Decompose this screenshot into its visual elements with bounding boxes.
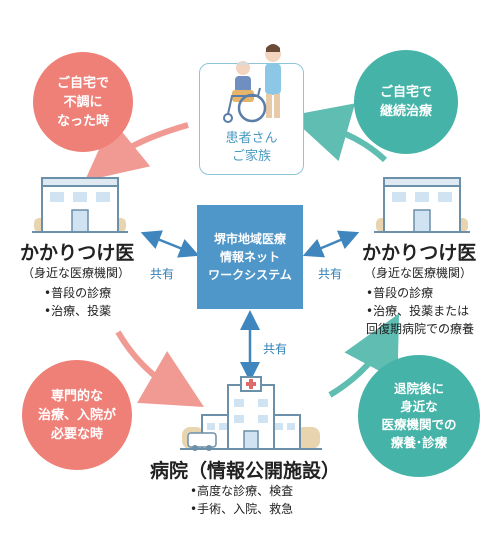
bubble-bottom-left: 専門的な 治療、入院が 必要な時 xyxy=(22,360,132,470)
bubble-bottom-right: 退院後に 身近な 医療機関での 療養･診療 xyxy=(358,355,480,477)
left-clinic-subtitle: （身近な医療機関） xyxy=(22,266,131,280)
share-label-left: 共有 xyxy=(150,267,175,281)
list-item: •高度な診療、検査 xyxy=(190,484,294,498)
right-clinic-subtitle: （身近な医療機関） xyxy=(364,266,473,280)
list-item: •普段の診療 xyxy=(44,286,112,300)
central-network-system: 堺市地域医療 情報ネット ワークシステム xyxy=(197,205,303,309)
hospital-items: •高度な診療、検査 •手術、入院、救急 xyxy=(190,482,293,518)
wheelchair-illustration xyxy=(223,44,281,123)
arrow-patient-to-left-clinic xyxy=(84,119,189,181)
bubble-top-left: ご自宅で 不調に なった時 xyxy=(33,52,133,152)
arrow-hospital-to-right-clinic xyxy=(328,313,400,398)
right-clinic-items: •普段の診療 •治療、投薬または 回復期病院での療養 xyxy=(366,284,474,338)
right-clinic-building-icon xyxy=(374,177,470,233)
left-clinic-building-icon xyxy=(32,177,128,233)
share-label-bottom: 共有 xyxy=(263,342,288,356)
left-clinic-items: •普段の診療 •治療、投薬 xyxy=(44,284,111,320)
share-arrow-left xyxy=(140,230,200,258)
share-label-right: 共有 xyxy=(318,267,343,281)
list-item: •治療、投薬または xyxy=(366,304,470,318)
share-arrow-right xyxy=(302,230,360,258)
arrow-right-clinic-to-patient xyxy=(289,103,388,163)
arrow-left-clinic-to-hospital xyxy=(115,330,204,408)
list-item: •治療、投薬 xyxy=(44,304,112,318)
patient-family-box: 患者さん ご家族 xyxy=(199,44,304,175)
left-clinic-title: かかりつけ医 xyxy=(20,242,135,264)
patient-label: 患者さん ご家族 xyxy=(225,131,278,164)
hospital-building-icon xyxy=(180,376,322,451)
bubble-top-right: ご自宅で 継続治療 xyxy=(354,50,458,154)
hospital-title: 病院（情報公開施設） xyxy=(150,460,341,482)
list-item: •手術、入院、救急 xyxy=(190,502,294,516)
list-item: •普段の診療 xyxy=(366,286,434,300)
list-item: 回復期病院での療養 xyxy=(366,322,475,336)
right-clinic-title: かかりつけ医 xyxy=(362,242,477,264)
